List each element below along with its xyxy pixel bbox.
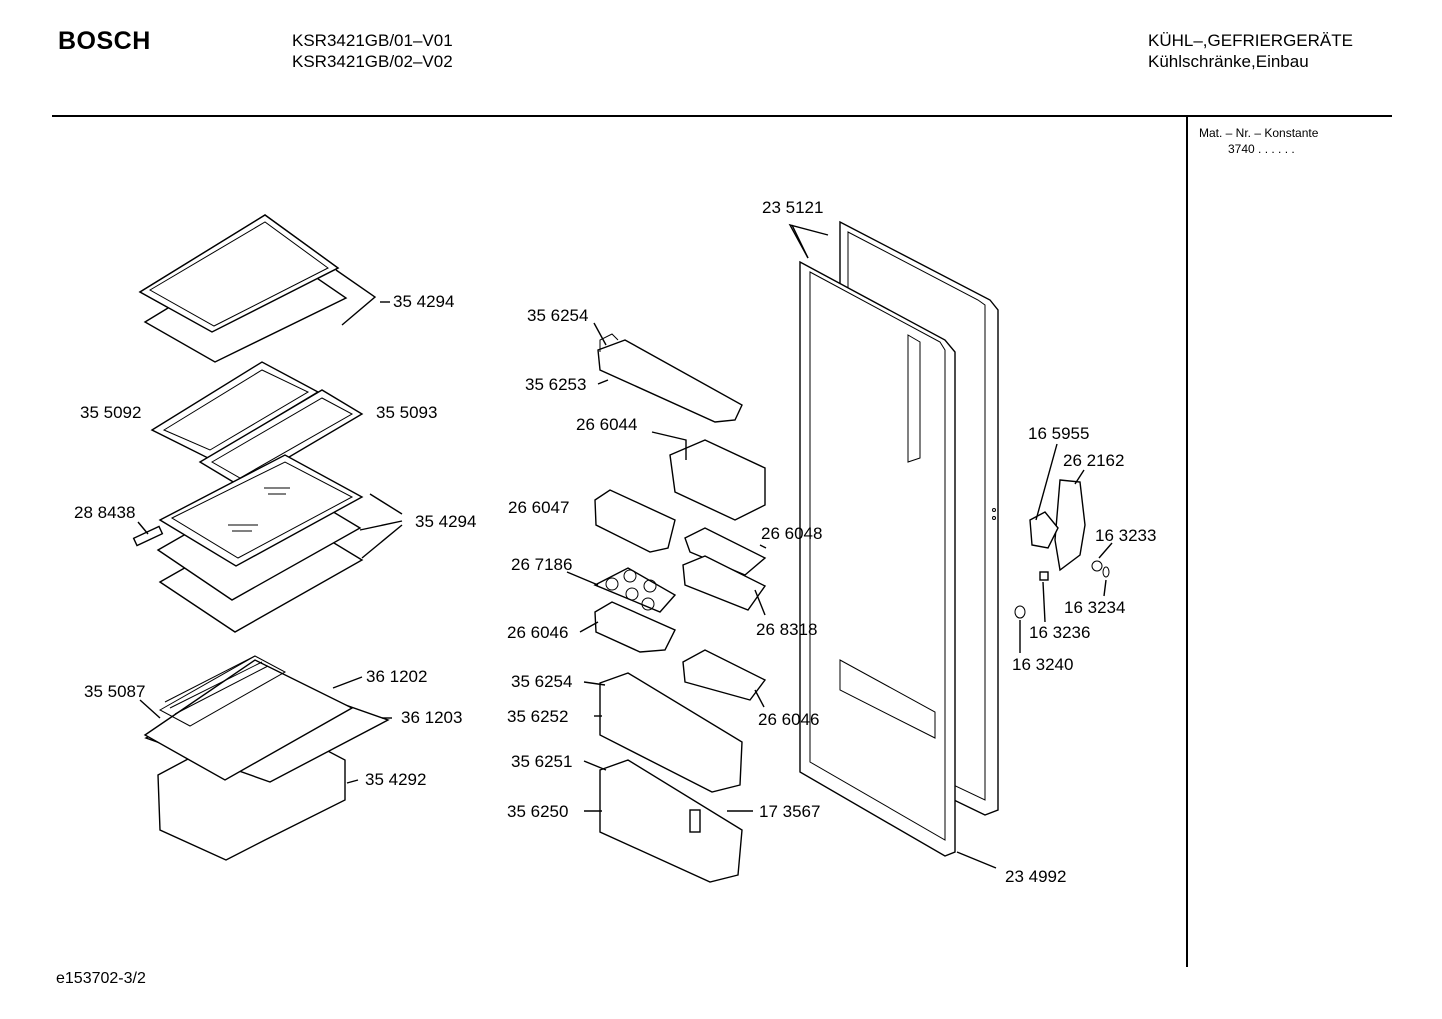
model-number-2: KSR3421GB/02–V02	[292, 52, 453, 71]
part-label: 26 2162	[1063, 451, 1124, 470]
part-label: 26 7186	[511, 555, 572, 574]
brand-logo: BOSCH	[58, 27, 151, 55]
part-label: 16 3236	[1029, 623, 1090, 642]
part-label: 16 3234	[1064, 598, 1125, 617]
part-label: 35 4292	[365, 770, 426, 789]
part-label: 36 1202	[366, 667, 427, 686]
crisper-drawer-assembly	[143, 655, 390, 861]
door-panel	[799, 220, 999, 857]
mat-nr-label: Mat. – Nr. – Konstante	[1199, 126, 1319, 140]
part-number-labels: 35 4294 35 5092 35 5093 28 8438 35 4294 …	[74, 198, 1156, 886]
part-label: 16 5955	[1028, 424, 1089, 443]
part-label: 26 6047	[508, 498, 569, 517]
part-label: 35 4294	[393, 292, 454, 311]
part-label: 35 5093	[376, 403, 437, 422]
bottle-shelves-lower	[599, 672, 743, 883]
header-divider	[52, 115, 1392, 117]
part-label: 35 4294	[415, 512, 476, 531]
part-label: 26 6048	[761, 524, 822, 543]
part-label: 26 8318	[756, 620, 817, 639]
side-panel-divider	[1186, 115, 1188, 967]
bottle-shelf-upper	[597, 333, 743, 423]
bottle-clip	[689, 809, 701, 833]
door-bins-middle	[593, 439, 767, 701]
part-label: 35 5087	[84, 682, 145, 701]
fastener-screw	[1039, 571, 1049, 581]
part-label: 35 6250	[507, 802, 568, 821]
part-label: 26 6046	[507, 623, 568, 642]
drawing-id: e153702-3/2	[56, 970, 146, 987]
category-subtitle: Kühlschränke,Einbau	[1148, 52, 1309, 71]
part-label: 16 3233	[1095, 526, 1156, 545]
glass-shelf-top	[138, 214, 348, 363]
part-label: 23 4992	[1005, 867, 1066, 886]
hinge-hardware	[1014, 479, 1110, 619]
part-label: 35 5092	[80, 403, 141, 422]
part-label: 23 5121	[762, 198, 823, 217]
part-label: 26 6044	[576, 415, 637, 434]
part-label: 28 8438	[74, 503, 135, 522]
part-label: 35 6251	[511, 752, 572, 771]
mat-nr-value: 3740 . . . . . .	[1228, 142, 1295, 156]
glass-shelf-stack	[132, 454, 364, 633]
part-label: 35 6254	[527, 306, 588, 325]
category-title: KÜHL–,GEFRIERGERÄTE	[1148, 31, 1353, 50]
part-label: 16 3240	[1012, 655, 1073, 674]
part-label: 35 6252	[507, 707, 568, 726]
frame-shelf-pair	[150, 361, 364, 487]
leader-lines	[137, 223, 1113, 869]
part-label: 26 6046	[758, 710, 819, 729]
model-number-1: KSR3421GB/01–V01	[292, 31, 453, 50]
shelf-trim-strip	[132, 525, 164, 547]
part-label: 35 6254	[511, 672, 572, 691]
part-label: 36 1203	[401, 708, 462, 727]
part-label: 35 6253	[525, 375, 586, 394]
part-label: 17 3567	[759, 802, 820, 821]
